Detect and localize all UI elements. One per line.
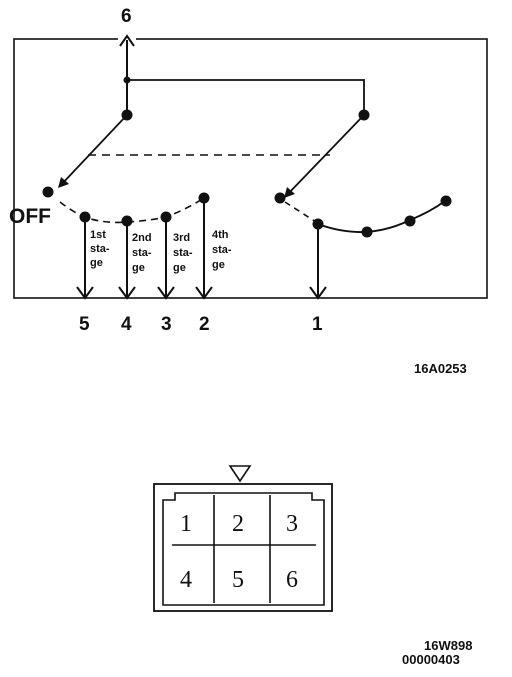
stage-2-label-line1: 2nd bbox=[132, 232, 152, 244]
bus-junction bbox=[123, 76, 131, 84]
pin-5-label: 5 bbox=[232, 567, 244, 593]
right-contact-arc bbox=[317, 200, 446, 234]
terminal-2-label: 2 bbox=[199, 314, 210, 335]
terminal-3-arrowhead bbox=[157, 286, 175, 300]
pin-4-label: 4 bbox=[180, 567, 192, 593]
switch-housing-outline bbox=[13, 38, 488, 299]
left-contact-arrowhead bbox=[58, 177, 69, 188]
terminal-4-label: 4 bbox=[121, 314, 132, 335]
stage-4-label-line2: sta- bbox=[212, 244, 232, 256]
stage-4-label: 4th sta- ge bbox=[212, 229, 232, 271]
right-off-contact bbox=[274, 192, 286, 204]
terminal-6-label: 6 bbox=[121, 6, 132, 27]
terminal-5-label: 5 bbox=[79, 314, 90, 335]
connector-outer-housing bbox=[153, 483, 333, 612]
document-number: 00000403 bbox=[402, 652, 460, 667]
off-contact bbox=[42, 186, 54, 198]
terminal-6-arrowhead bbox=[119, 34, 135, 47]
stage-3-label-line3: ge bbox=[173, 262, 186, 274]
left-contact-arm bbox=[59, 114, 128, 187]
stage-3-label: 3rd sta- ge bbox=[173, 232, 193, 274]
stage-1-label: 1st sta- ge bbox=[90, 229, 110, 269]
terminal-1-arrowhead bbox=[309, 286, 327, 300]
stage-3-label-line2: sta- bbox=[173, 247, 193, 259]
terminal-2-arrowhead bbox=[195, 286, 213, 300]
connector-lock-triangle bbox=[228, 465, 252, 483]
connector-figure-code: 16W898 bbox=[424, 638, 472, 653]
terminal-4-arrowhead bbox=[118, 286, 136, 300]
stage-2-label-line2: sta- bbox=[132, 247, 152, 259]
stage-2-label: 2nd sta- ge bbox=[132, 232, 152, 274]
switch-schematic: OFF 1st sta- ge 2nd sta- ge 3rd sta- ge bbox=[9, 6, 488, 376]
pin-1-label: 1 bbox=[180, 511, 192, 537]
right-contact-arm bbox=[285, 114, 365, 197]
stage-4-label-line1: 4th bbox=[212, 229, 229, 241]
right-contact-b bbox=[361, 226, 373, 238]
pin-6-label: 6 bbox=[286, 567, 298, 593]
stage-4-label-line3: ge bbox=[212, 259, 225, 271]
connector-pinout: 1 2 3 4 5 6 16W898 00000403 bbox=[153, 465, 472, 667]
schematic-figure-code: 16A0253 bbox=[414, 361, 467, 376]
connector-inner-contour bbox=[162, 492, 325, 606]
pin-3-label: 3 bbox=[286, 511, 298, 537]
terminal-3-label: 3 bbox=[161, 314, 172, 335]
stage-1-label-line3: ge bbox=[90, 257, 103, 269]
stage-dashed-arc bbox=[59, 197, 205, 224]
right-contact-d bbox=[440, 195, 452, 207]
stage-1-label-line2: sta- bbox=[90, 243, 110, 255]
terminal-5-arrowhead bbox=[76, 286, 94, 300]
off-label: OFF bbox=[9, 205, 51, 228]
terminal-6-gap bbox=[118, 34, 136, 44]
stage-2-label-line3: ge bbox=[132, 262, 145, 274]
pin-2-label: 2 bbox=[232, 511, 244, 537]
stage-3-label-line1: 3rd bbox=[173, 232, 190, 244]
right-dashed-path bbox=[284, 201, 317, 223]
common-bus bbox=[127, 79, 365, 115]
stage-1-label-line1: 1st bbox=[90, 229, 106, 241]
right-contact-c bbox=[404, 215, 416, 227]
terminal-1-label: 1 bbox=[312, 314, 323, 335]
right-contact-arrowhead bbox=[284, 187, 295, 198]
